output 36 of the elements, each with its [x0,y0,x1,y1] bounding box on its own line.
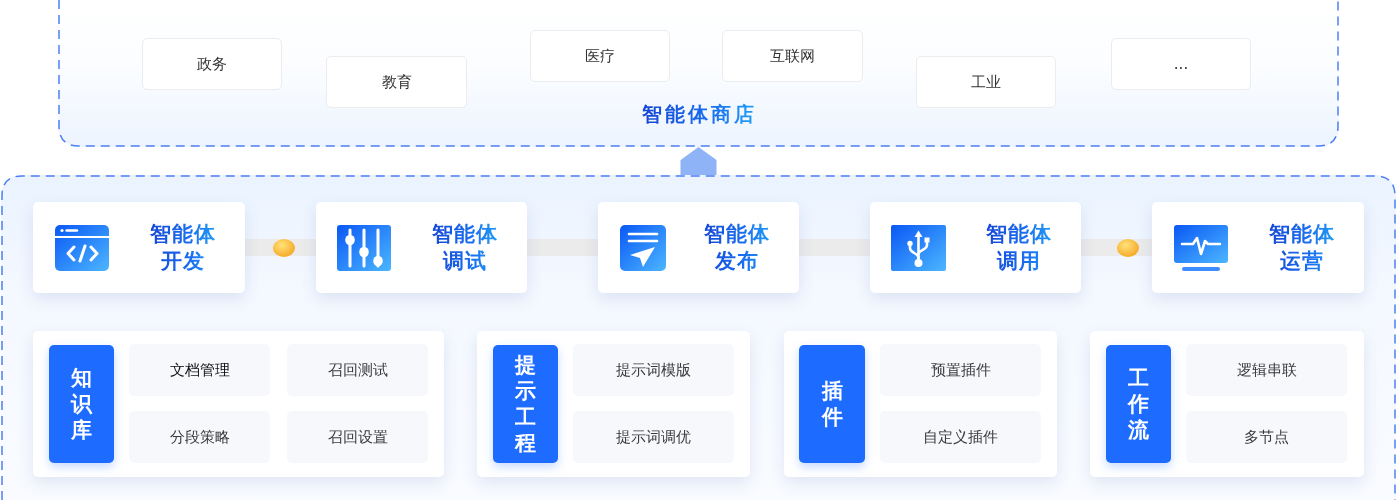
module-panel [784,331,1057,477]
category-box: 知识库 [49,345,114,463]
feature-box: 文档管理 [129,344,270,396]
feature-box: 召回测试 [287,344,428,396]
stage-card [33,202,245,293]
feature-box: 召回设置 [287,411,428,463]
module-panel [33,331,444,477]
store-panel [58,0,1339,147]
feature-box: 提示词模版 [573,344,734,396]
stage-card [1152,202,1364,293]
module-panel [1090,331,1364,477]
connector-bar [799,239,870,256]
stage-card [870,202,1081,293]
module-panel [477,331,750,477]
stage-card [316,202,527,293]
industry-box: ... [1111,38,1251,90]
industry-box: 工业 [916,56,1056,108]
connector-bar [527,239,598,256]
feature-box: 预置插件 [880,344,1041,396]
feature-box: 分段策略 [129,411,270,463]
industry-box: 医疗 [530,30,670,82]
industry-box: 政务 [142,38,282,90]
industry-box: 互联网 [722,30,863,82]
platform-panel [1,175,1396,500]
feature-box: 多节点 [1186,411,1347,463]
stage-card [598,202,799,293]
category-box: 提示工程 [493,345,558,463]
connector-bar [1081,239,1152,256]
feature-box: 逻辑串联 [1186,344,1347,396]
arrow [680,147,717,175]
category-box: 工作流 [1106,345,1171,463]
connector-bar [245,239,316,256]
feature-box: 自定义插件 [880,411,1041,463]
industry-box: 教育 [326,56,467,108]
feature-box: 提示词调优 [573,411,734,463]
category-box: 插件 [799,345,865,463]
